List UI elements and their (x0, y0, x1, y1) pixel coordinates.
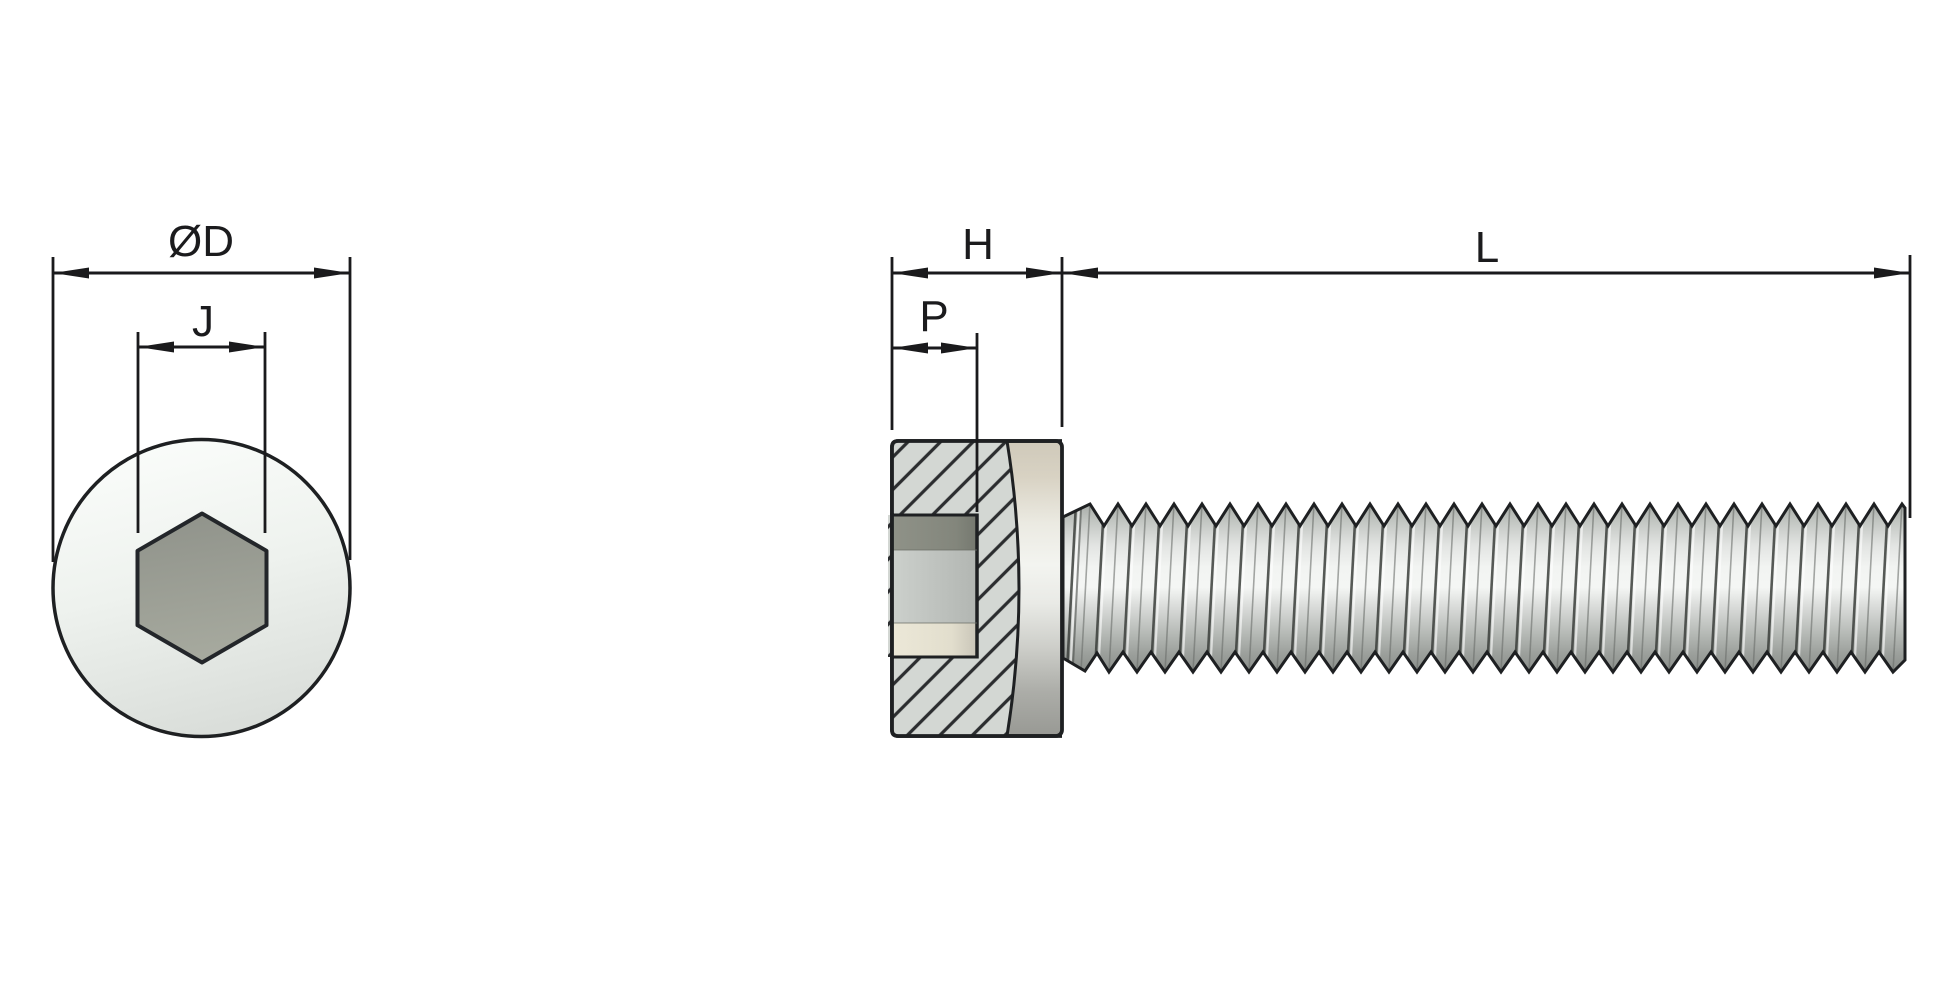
dimension-length: L (1060, 223, 1912, 518)
socket-recess (890, 513, 979, 659)
end-view: ØD J (51, 217, 352, 739)
socket-band-cream (892, 623, 977, 657)
side-view: H L P (888, 220, 1912, 738)
dim-label-socket-depth: P (919, 292, 948, 341)
socket-band-dark (892, 515, 977, 550)
socket-band-mid (892, 550, 977, 623)
dim-label-socket-width: J (192, 297, 214, 346)
thread-runout-line (1072, 508, 1082, 666)
hex-socket (135, 511, 269, 665)
dimension-outer-diameter: ØD (51, 217, 352, 562)
dim-label-head-height: H (962, 220, 994, 269)
dimension-socket-width: J (136, 297, 267, 533)
dim-label-length: L (1475, 223, 1499, 272)
section-arc-boundary (1005, 440, 1021, 737)
dim-label-outer-diameter: ØD (168, 217, 234, 266)
thread-shaft (1061, 501, 1907, 675)
thread-outline (1061, 501, 1907, 675)
thread-flank-lines (1063, 504, 1905, 672)
dimension-socket-depth: P (892, 292, 979, 512)
